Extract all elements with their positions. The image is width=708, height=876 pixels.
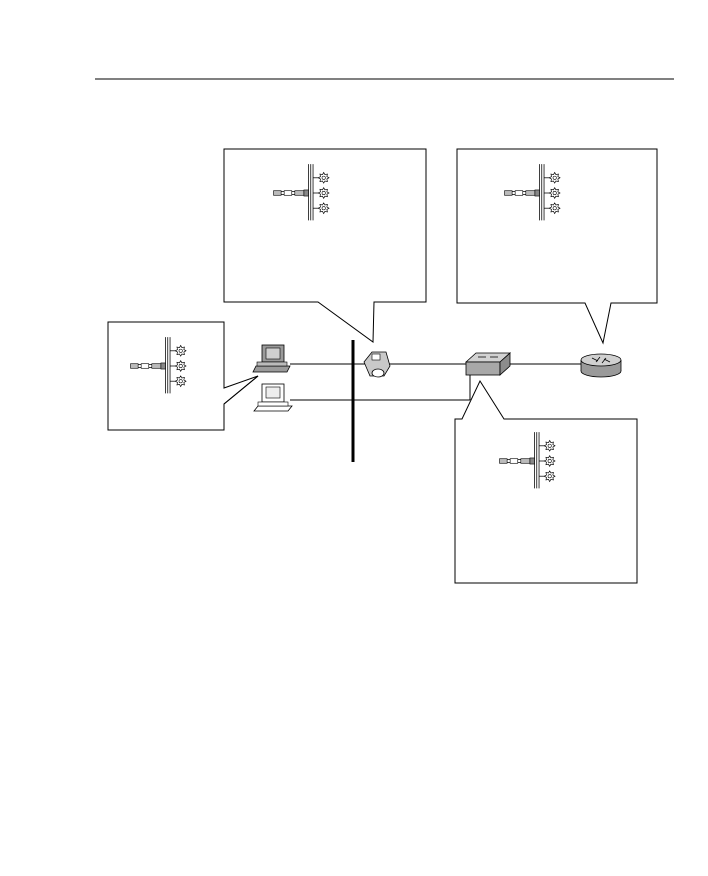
switch-callout xyxy=(454,379,638,584)
phone-callout xyxy=(223,148,427,343)
keyboard-icon xyxy=(252,365,291,373)
pc-callout xyxy=(107,321,259,431)
ip-phone[interactable] xyxy=(363,351,391,378)
router[interactable] xyxy=(580,353,622,378)
switch[interactable] xyxy=(464,352,512,376)
keyboard-icon xyxy=(253,405,293,412)
router-callout xyxy=(456,148,658,345)
router-icon xyxy=(580,353,622,367)
workstation[interactable] xyxy=(253,383,293,412)
pc[interactable] xyxy=(252,344,291,373)
phone-icon xyxy=(363,351,391,377)
